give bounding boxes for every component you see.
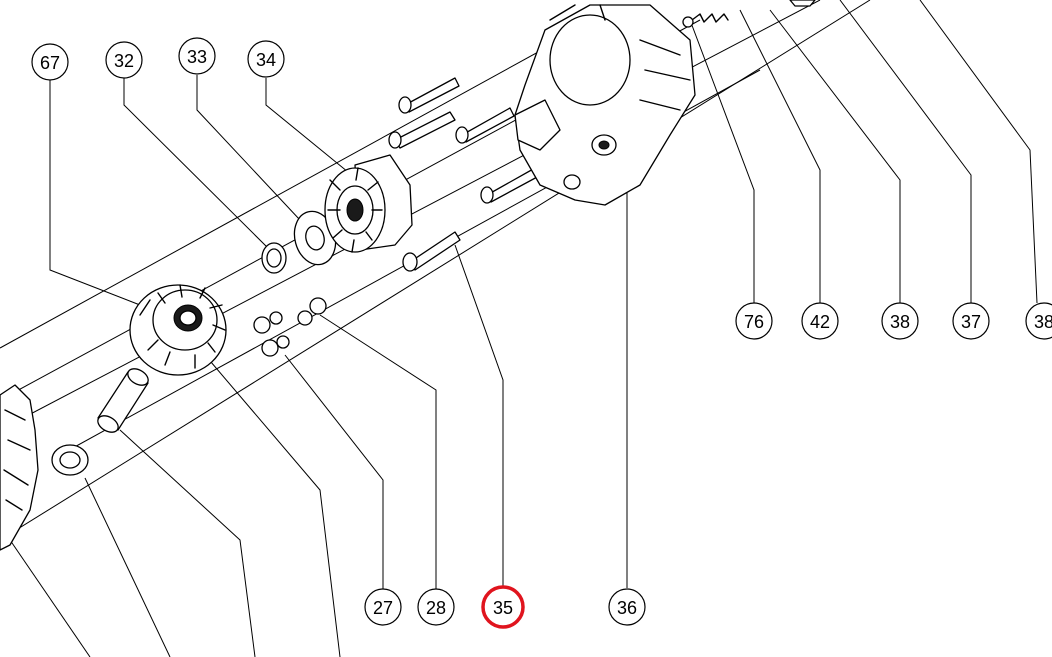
washer-part <box>293 210 337 266</box>
callout-27[interactable]: 27 <box>364 588 402 626</box>
callout-32[interactable]: 32 <box>105 41 143 79</box>
callout-38-right[interactable]: 38 <box>1025 302 1052 340</box>
callout-76[interactable]: 76 <box>735 302 773 340</box>
gear-housing-part <box>514 4 696 206</box>
svg-text:32: 32 <box>114 51 134 71</box>
spring-part <box>682 0 816 28</box>
callout-36[interactable]: 36 <box>608 588 646 626</box>
bevel-gear-large-part <box>129 284 227 376</box>
svg-text:35: 35 <box>493 598 513 618</box>
parts <box>0 0 816 551</box>
leader-lines <box>9 0 1038 657</box>
svg-text:37: 37 <box>961 312 981 332</box>
screws-part <box>388 77 540 272</box>
assembly-axis-lines <box>0 0 871 541</box>
svg-text:36: 36 <box>617 598 637 618</box>
bevel-gear-small-part <box>324 154 413 253</box>
svg-text:28: 28 <box>426 598 446 618</box>
housing-left-part <box>0 384 39 551</box>
snap-ring-part <box>261 242 287 274</box>
callouts: 67 32 33 34 76 42 38 37 <box>31 37 1052 629</box>
ring-washer-part <box>51 444 89 476</box>
svg-text:42: 42 <box>810 312 830 332</box>
svg-text:76: 76 <box>744 312 764 332</box>
svg-text:27: 27 <box>373 598 393 618</box>
small-fasteners-part <box>253 297 327 357</box>
callout-67[interactable]: 67 <box>31 43 69 81</box>
callout-42[interactable]: 42 <box>801 302 839 340</box>
svg-text:34: 34 <box>256 50 276 70</box>
svg-text:67: 67 <box>40 53 60 73</box>
callout-33[interactable]: 33 <box>178 37 216 75</box>
pin-part <box>97 368 149 433</box>
callout-28[interactable]: 28 <box>417 588 455 626</box>
svg-text:33: 33 <box>187 47 207 67</box>
callout-38[interactable]: 38 <box>881 302 919 340</box>
svg-text:38: 38 <box>890 312 910 332</box>
svg-text:38: 38 <box>1034 312 1052 332</box>
callout-35-highlighted[interactable]: 35 <box>481 585 525 629</box>
callout-34[interactable]: 34 <box>247 40 285 78</box>
callout-37[interactable]: 37 <box>952 302 990 340</box>
